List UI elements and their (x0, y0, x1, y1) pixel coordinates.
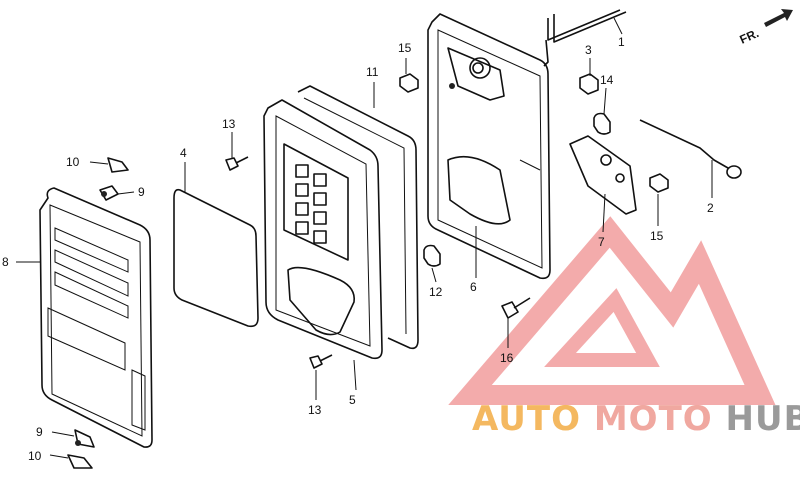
callout-16: 16 (500, 351, 514, 365)
callout-14: 14 (600, 73, 614, 87)
choke-rod (543, 9, 627, 67)
filter-grid (295, 164, 327, 244)
callout-13a: 13 (222, 117, 236, 131)
bolt-upper (225, 156, 249, 171)
air-cleaner-cover (39, 187, 153, 448)
air-cleaner-base (427, 13, 551, 280)
callout-6: 6 (470, 280, 477, 294)
clip-bottom (67, 429, 95, 469)
callout-15b: 15 (650, 229, 664, 243)
filter-element (173, 188, 259, 328)
nut-choke (579, 73, 599, 95)
callout-12: 12 (429, 285, 443, 299)
callout-5: 5 (349, 393, 356, 407)
nut-upper (399, 73, 419, 93)
watermark-text: AUTO MOTO HUB (472, 399, 800, 439)
watermark-logo (448, 216, 776, 405)
leader-lines (16, 17, 713, 459)
callout-13b: 13 (308, 403, 322, 417)
grommet (593, 112, 611, 135)
collar (423, 244, 441, 267)
nut-lower (649, 173, 669, 193)
front-direction-indicator: FR. (738, 9, 793, 47)
callout-7: 7 (598, 235, 605, 249)
callout-2: 2 (707, 201, 714, 215)
callout-15a: 15 (398, 41, 412, 55)
svg-text:AUTO MOTO HUB: AUTO MOTO HUB (472, 399, 800, 439)
choke-wire (639, 119, 742, 179)
gasket (297, 85, 419, 350)
callout-1: 1 (618, 35, 625, 49)
callout-9a: 9 (138, 185, 145, 199)
callout-11: 11 (366, 65, 379, 79)
callout-10b: 10 (28, 449, 42, 463)
callout-10a: 10 (66, 155, 80, 169)
watermark-moto: MOTO (594, 399, 713, 439)
callout-9b: 9 (36, 425, 43, 439)
callout-8: 8 (2, 255, 9, 269)
watermark-hub: HUB (726, 399, 800, 439)
callouts: 1 2 3 4 5 6 7 8 9 9 10 10 11 12 13 13 14… (2, 35, 714, 463)
bolt-lower (309, 354, 333, 369)
choke-bracket (569, 135, 637, 215)
callout-4: 4 (180, 146, 187, 160)
watermark-auto: AUTO (472, 399, 581, 439)
callout-3: 3 (585, 43, 592, 57)
air-cleaner-case (263, 99, 383, 360)
bolt-16 (501, 297, 531, 319)
front-label: FR. (738, 26, 761, 47)
